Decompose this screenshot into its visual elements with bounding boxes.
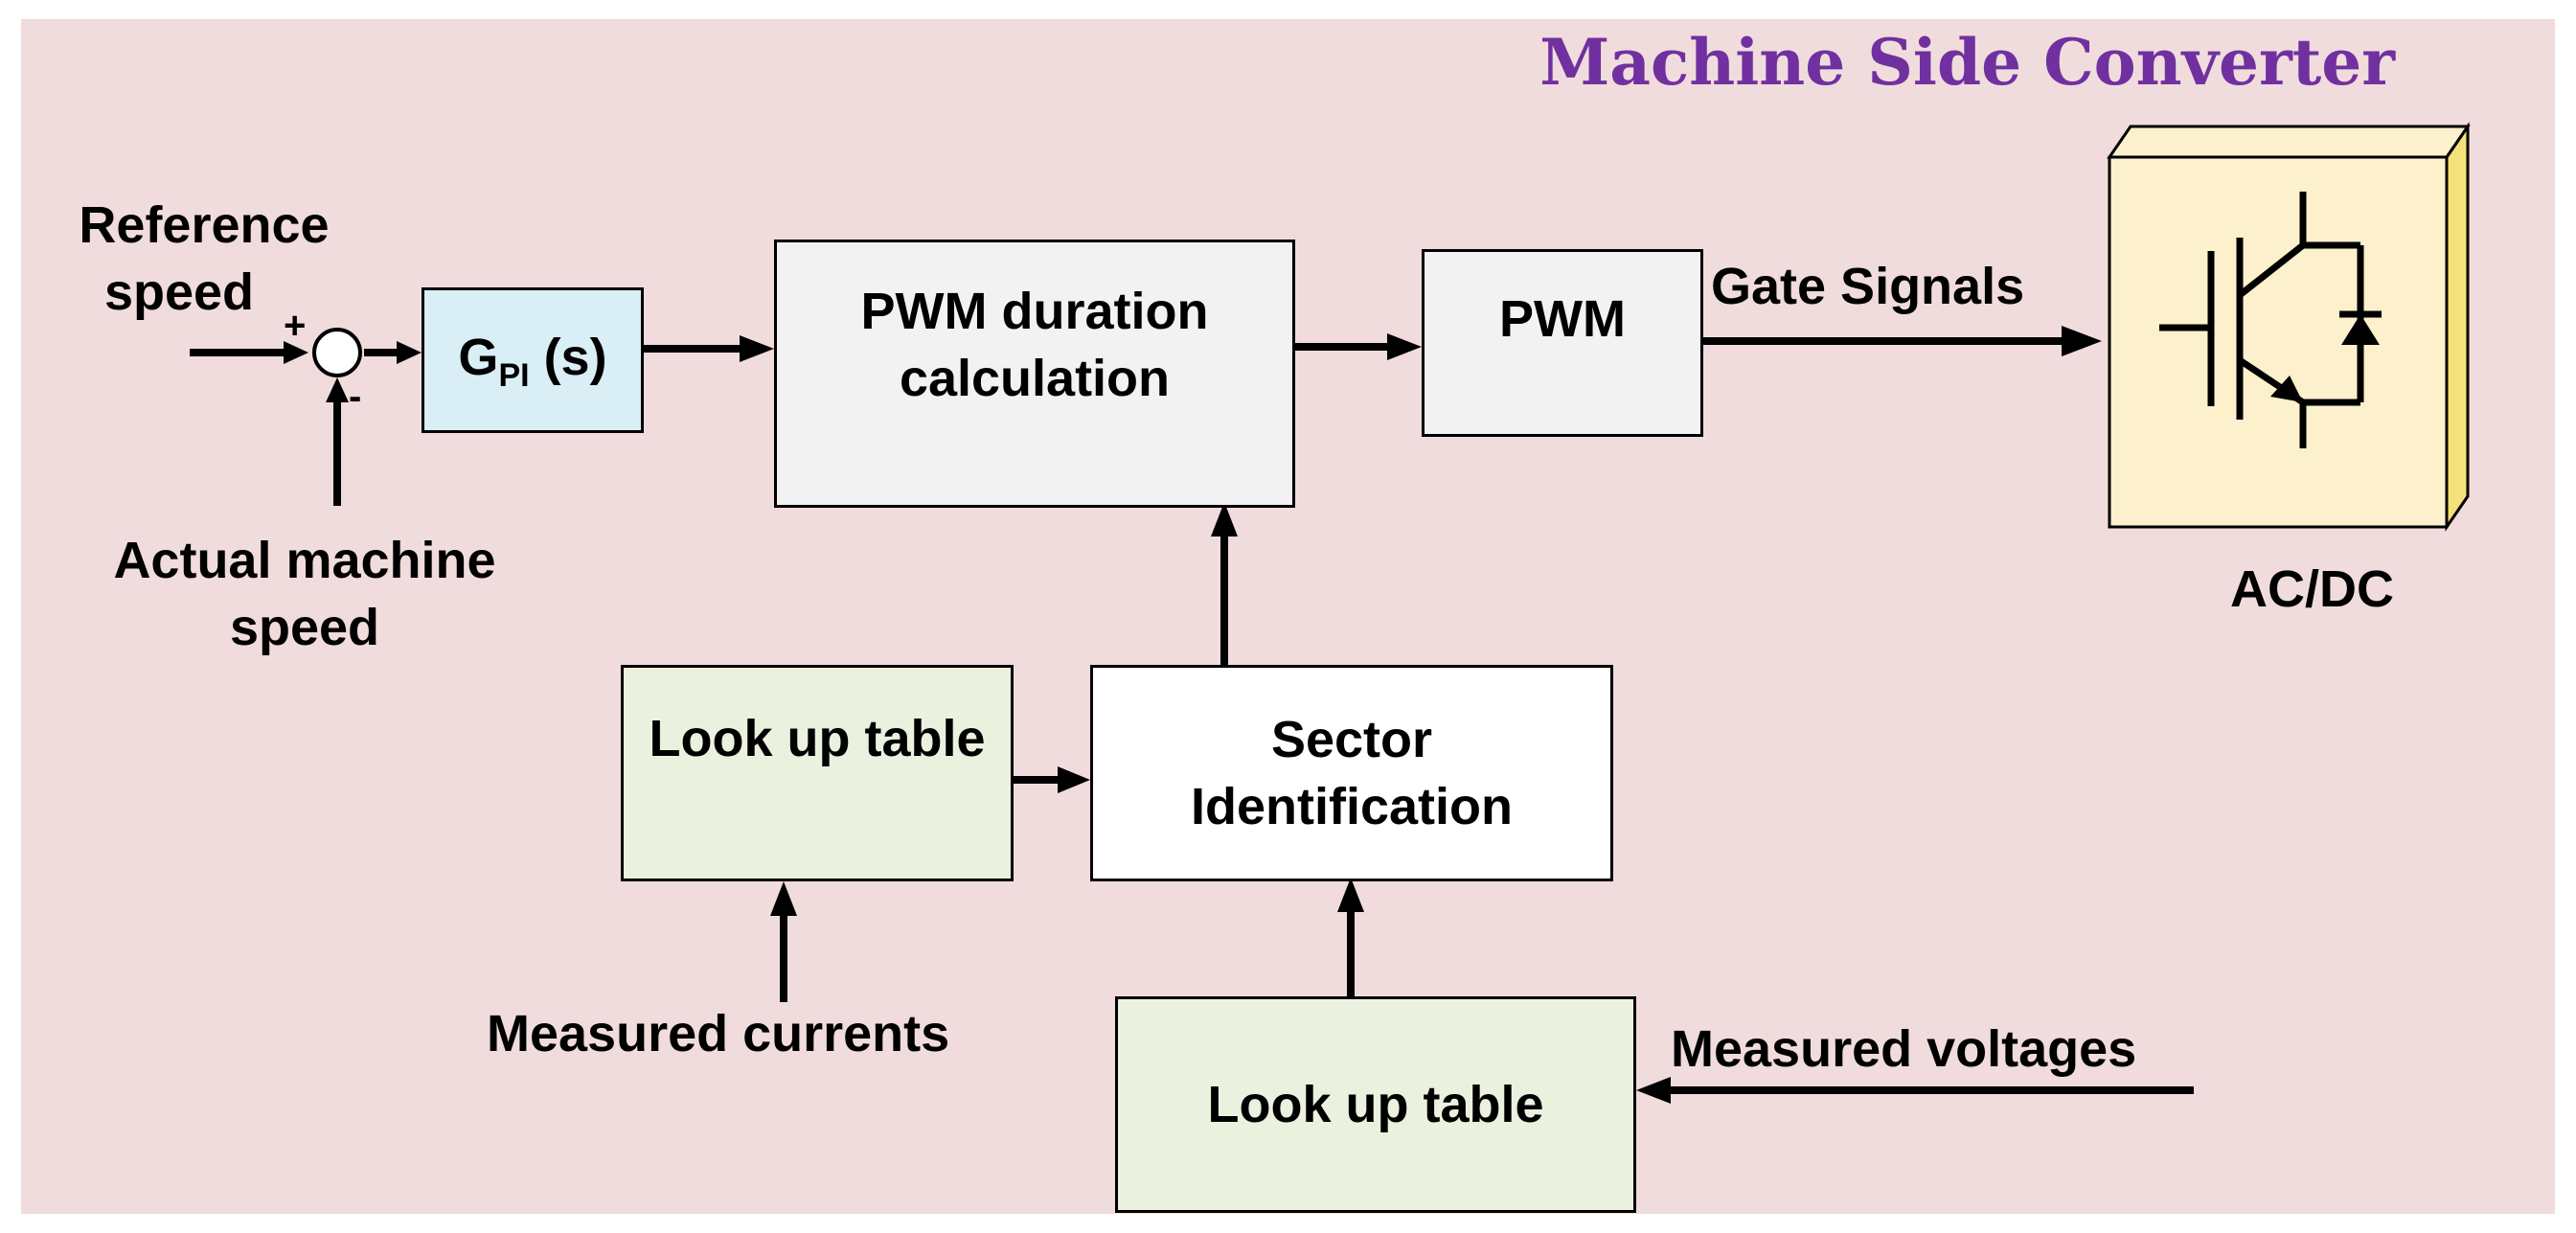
sector-line-2: Identification: [1191, 778, 1513, 835]
pwm-block: PWM: [1422, 249, 1703, 437]
sum-minus-sign: -: [349, 376, 362, 418]
lookup-table-voltages-block: Look up table: [1115, 996, 1636, 1213]
measured-currents-label: Measured currents: [487, 1005, 950, 1062]
reference-speed-line-1: Reference: [79, 196, 330, 254]
pwm-duration-line-1: PWM duration: [860, 282, 1209, 340]
gate-signals-label: Gate Signals: [1711, 258, 2025, 315]
diode-icon: [2341, 314, 2380, 345]
lookup-currents-label: Look up table: [649, 709, 986, 767]
emitter-arrow-icon: [2270, 376, 2303, 402]
actual-speed-line-1: Actual machine: [113, 532, 496, 589]
sector-line-1: Sector: [1270, 710, 1433, 768]
pwm-duration-block: PWM duration calculation: [774, 240, 1295, 508]
lookup-voltages-label: Look up table: [1207, 1075, 1544, 1133]
measured-voltages-label: Measured voltages: [1671, 1020, 2137, 1078]
controller-suffix: (s): [529, 329, 607, 386]
controller-subscript: PI: [498, 356, 530, 394]
igbt-icon: [2159, 192, 2382, 448]
converter-block: [2107, 122, 2471, 532]
lookup-table-currents-block: Look up table: [621, 665, 1014, 881]
controller-block: GPI (s): [422, 287, 644, 433]
pwm-label: PWM: [1499, 289, 1626, 348]
sum-plus-sign: +: [284, 305, 307, 347]
reference-speed-label: Reference speed: [65, 192, 343, 326]
pwm-duration-line-2: calculation: [899, 350, 1171, 407]
actual-speed-line-2: speed: [229, 599, 380, 657]
converter-label: AC/DC: [2230, 560, 2394, 618]
reference-speed-line-2: speed: [103, 263, 255, 322]
sector-identification-block: Sector Identification: [1090, 665, 1613, 881]
actual-speed-label: Actual machine speed: [94, 527, 515, 661]
diagram-title: Machine Side Converter: [1539, 25, 2395, 100]
controller-label: GPI (s): [458, 324, 606, 397]
summing-junction: [312, 328, 362, 377]
controller-gain: G: [458, 329, 499, 386]
